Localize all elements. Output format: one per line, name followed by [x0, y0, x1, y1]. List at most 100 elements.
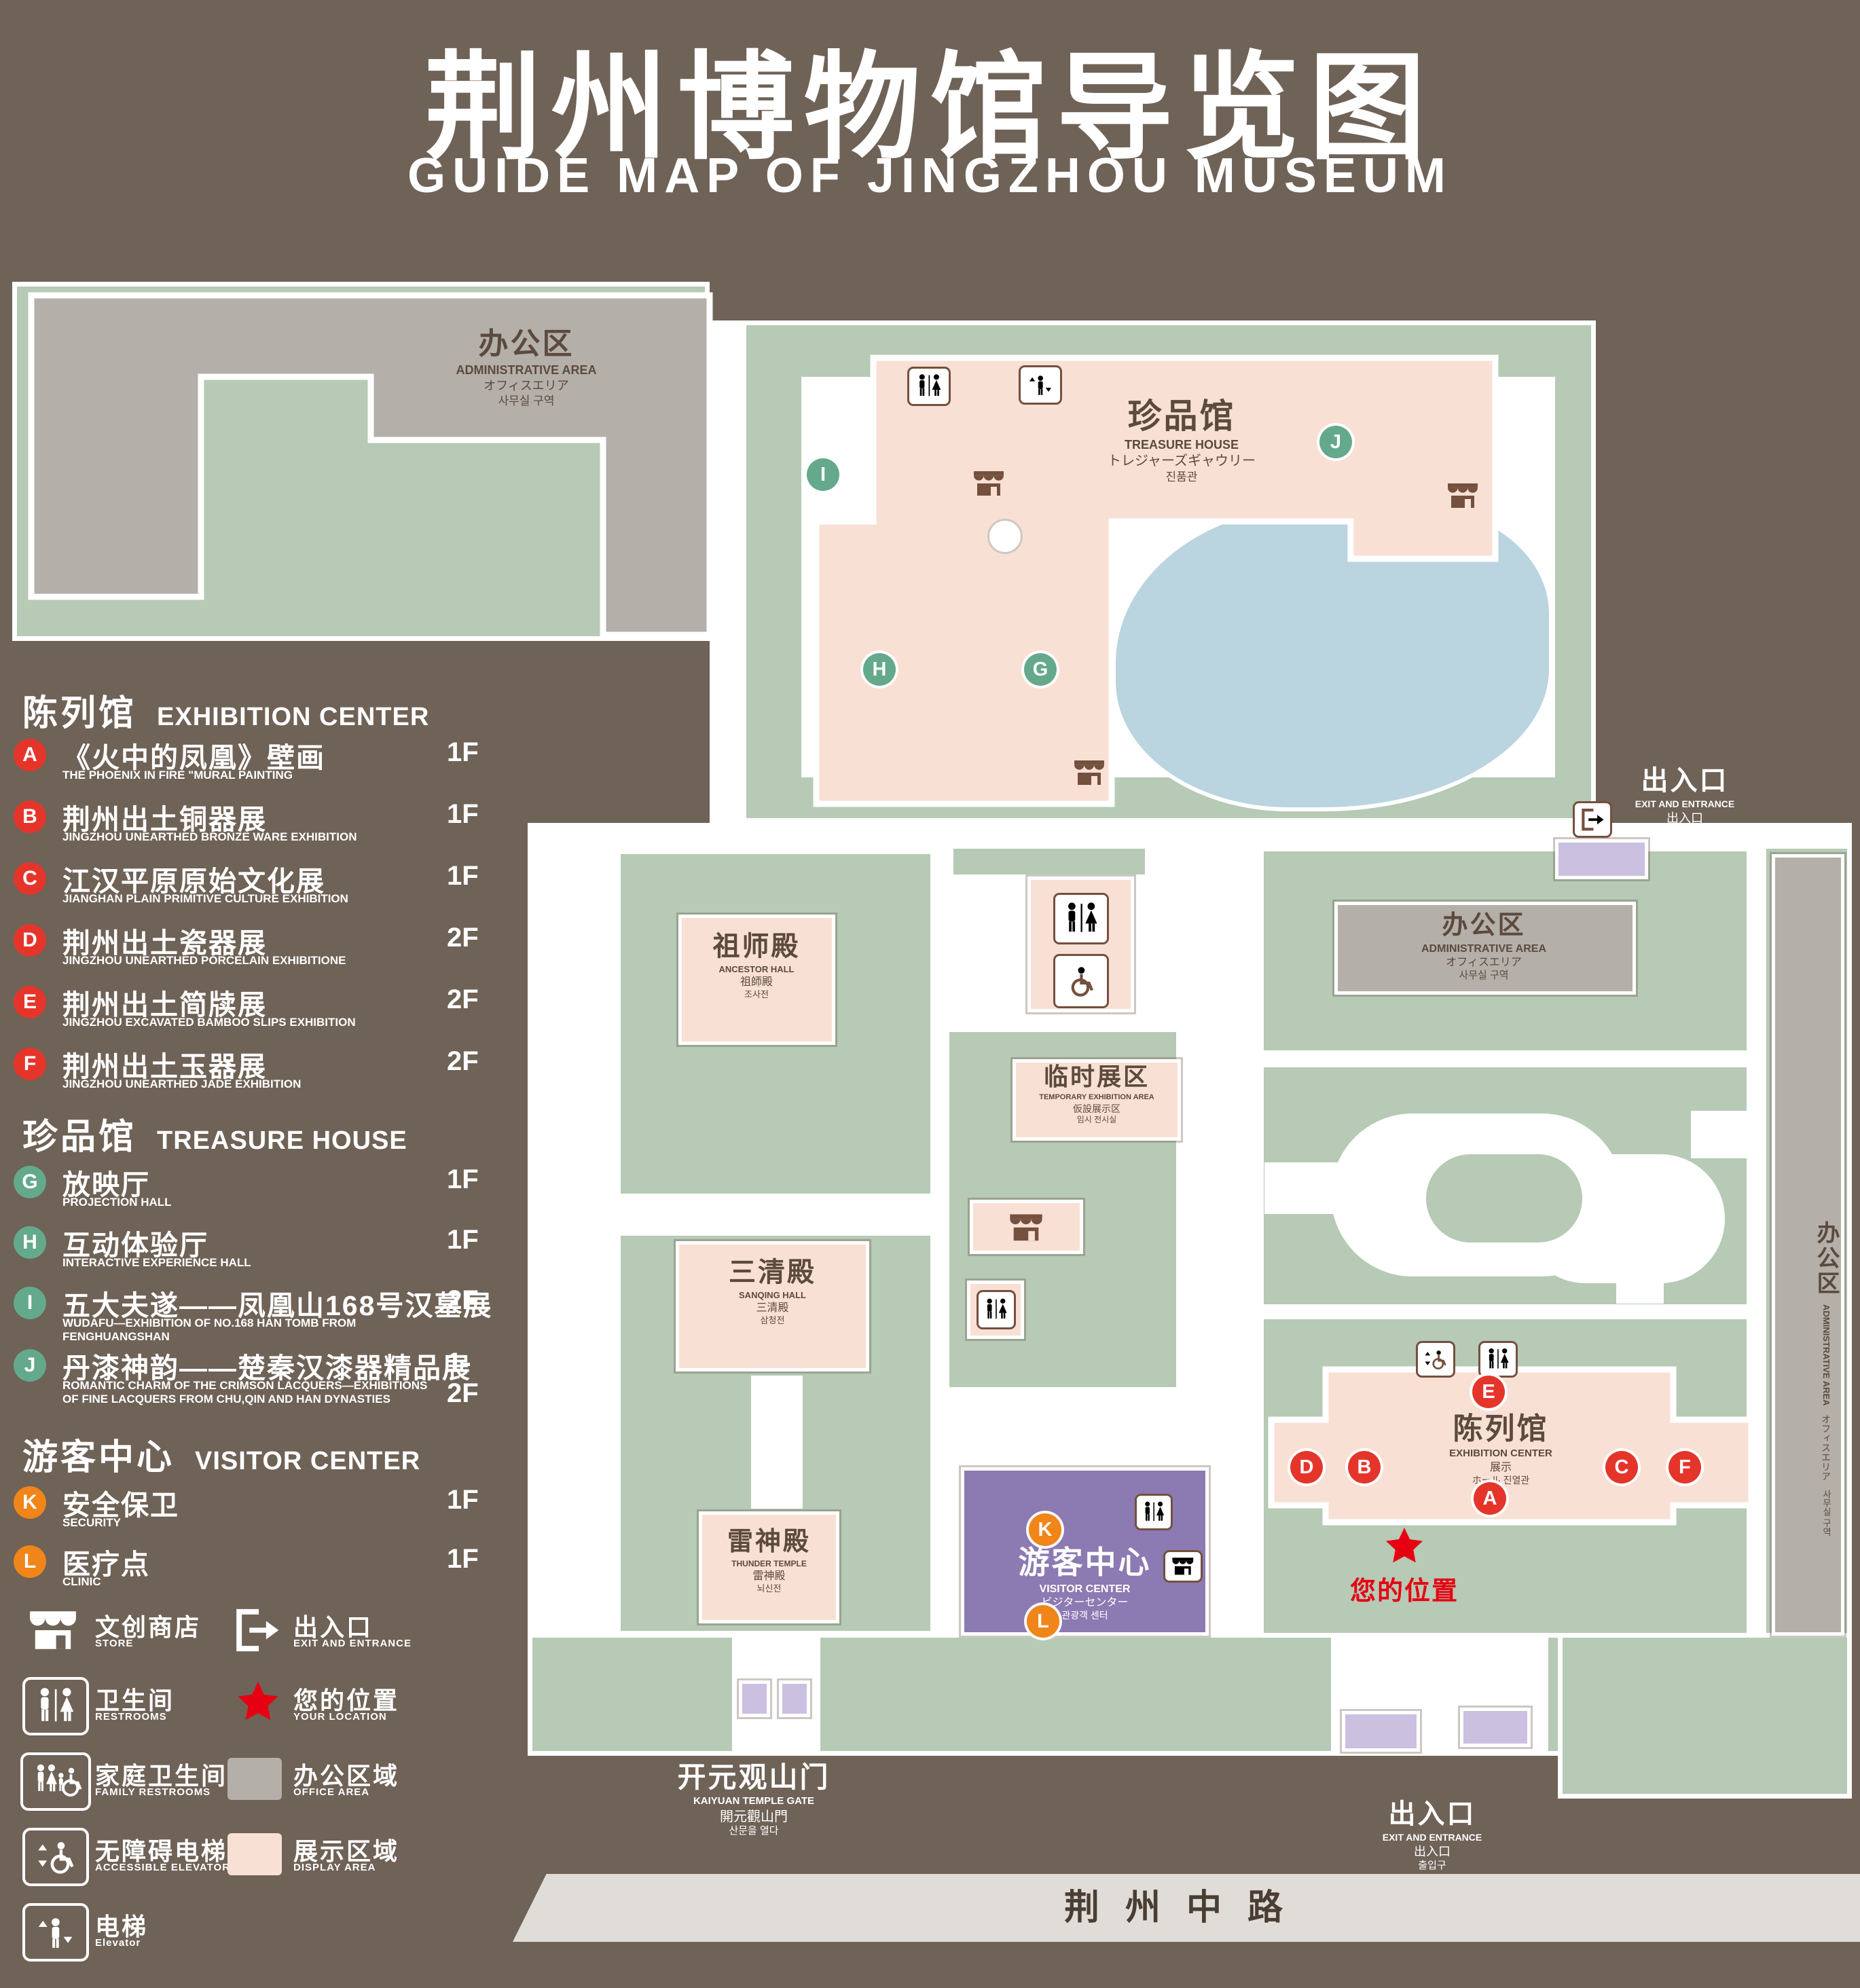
exhibition-center-label: 陈列馆 EXHIBITION CENTER 展示 ホール 진열관	[1449, 1412, 1552, 1486]
legend-item-j: J 丹漆神韵——楚秦汉漆器精品展 ROMANTIC CHARM OF THE C…	[12, 1345, 491, 1408]
legend-item-d: D 荆州出土瓷器展 JINGZHOU UNEARTHED PORCELAIN E…	[12, 920, 491, 982]
garden-path	[1691, 1111, 1747, 1158]
legend-section-exhibition-center: 陈列馆 EXHIBITION CENTER	[22, 684, 429, 735]
legend-item-zh: 放映厅	[62, 1169, 150, 1200]
legend-section-treasure-house: 珍品馆 TREASURE HOUSE	[22, 1108, 407, 1159]
restroom-icon	[977, 1290, 1016, 1329]
treasure-house-building	[813, 354, 1499, 807]
your-location-star-icon	[1383, 1525, 1426, 1566]
legend-item-floor: 1F	[447, 1164, 479, 1194]
legend-item-e: E 荆州出土简牍展 JINGZHOU EXCAVATED BAMBOO SLIP…	[12, 982, 491, 1044]
marker-a: A	[14, 739, 46, 771]
gate-pillar	[779, 1680, 810, 1717]
ancestor-hall-label: 祖师殿 ANCESTOR HALL 祖師殿 조사전	[712, 932, 801, 1000]
restroom-icon	[907, 367, 951, 406]
map-marker-d: D	[1290, 1451, 1323, 1484]
family-restroom-icon	[20, 1752, 91, 1811]
map-marker-i: I	[807, 458, 839, 491]
symbol-label-zh: 文创商店	[95, 1613, 202, 1641]
symbol-label-en: DISPLAY AREA	[293, 1862, 376, 1873]
legend-item-zh: 荆州出土瓷器展	[62, 927, 267, 959]
your-location-star-icon	[234, 1678, 282, 1723]
legend-item-en: WUDAFU—EXHIBITION OF NO.168 HAN TOMB FRO…	[62, 1317, 357, 1344]
marker-k: K	[14, 1486, 46, 1519]
store-building-center	[970, 1200, 1083, 1254]
symbol-label-zh: 无障碍电梯	[95, 1837, 228, 1865]
legend-item-en: JINGZHOU UNEARTHED BRONZE WARE EXHIBITIO…	[62, 830, 357, 843]
legend-section-zh: 陈列馆	[22, 694, 137, 733]
store-icon	[1072, 756, 1107, 788]
legend-section-visitor-center: 游客中心 VISITOR CENTER	[22, 1429, 420, 1479]
restroom-icon	[1053, 893, 1109, 944]
map-marker-j: J	[1319, 426, 1352, 458]
garden-island	[1426, 1154, 1582, 1242]
legend-section-en: VISITOR CENTER	[195, 1447, 421, 1475]
symbol-label-zh: 展示区域	[293, 1837, 400, 1865]
walkway-path	[751, 1376, 803, 1509]
map-marker-h: H	[863, 653, 896, 686]
page-subtitle: GUIDE MAP OF JINGZHOU MUSEUM	[407, 149, 1453, 203]
marker-g: G	[14, 1166, 46, 1198]
sanqing-hall-label: 三清殿 SANQING HALL 三清殿 삼청전	[729, 1257, 816, 1326]
gate-pillar	[739, 1680, 770, 1717]
legend-item-i: I 五大夫遂——凤凰山168号汉墓展 WUDAFU—EXHIBITION OF …	[12, 1283, 491, 1345]
exit-structure-top	[1555, 839, 1648, 879]
legend-item-en: JINGZHOU UNEARTHED PORCELAIN EXHIBITIONE	[62, 954, 346, 967]
map-marker-f: F	[1668, 1451, 1701, 1484]
legend-item-en: THE PHOENIX IN FIRE "MURAL PAINTING	[62, 769, 293, 781]
walkway-path	[621, 1194, 930, 1236]
green-band-south-east	[1558, 1633, 1852, 1799]
legend-item-zh: 荆州出土简牍展	[62, 989, 267, 1020]
restroom-icon	[1478, 1341, 1518, 1378]
administrative-building-north	[28, 292, 713, 638]
marker-i: I	[14, 1287, 46, 1319]
symbol-label-zh: 电梯	[95, 1913, 149, 1940]
store-icon	[1445, 479, 1480, 511]
legend-item-en: ROMANTIC CHARM OF THE CRIMSON LACQUERS—E…	[62, 1379, 428, 1406]
accessible-elevator-icon	[1416, 1341, 1455, 1378]
marker-e: E	[14, 986, 46, 1018]
exit-icon	[1573, 801, 1612, 838]
legend-item-floor: 1-2F	[447, 1348, 479, 1408]
legend-item-zh: 医疗点	[62, 1549, 150, 1580]
legend-item-zh: 丹漆神韵——楚秦汉漆器精品展	[62, 1352, 471, 1384]
exit-structure-bottom	[1342, 1711, 1420, 1752]
legend-item-zh: 安全保卫	[62, 1490, 179, 1521]
store-icon	[24, 1605, 81, 1655]
symbol-label-zh: 您的位置	[293, 1687, 400, 1714]
elevator-icon	[22, 1903, 89, 1962]
legend-item-floor: 2F	[447, 1285, 479, 1315]
symbol-label-en: EXIT AND ENTRANCE	[293, 1638, 412, 1649]
legend-item-b: B 荆州出土铜器展 JINGZHOU UNEARTHED BRONZE WARE…	[12, 796, 491, 859]
ancestor-hall-building	[678, 915, 835, 1045]
symbol-label-en: STORE	[95, 1638, 134, 1649]
elevator-icon	[1019, 365, 1062, 405]
map-marker-c: C	[1605, 1451, 1638, 1484]
display-area-swatch	[227, 1833, 282, 1875]
restroom-icon	[1135, 1494, 1173, 1530]
sanqing-hall-building	[676, 1241, 869, 1372]
legend-item-zh: 荆州出土铜器展	[62, 804, 267, 835]
store-icon	[1007, 1210, 1045, 1244]
temporary-exhibition-label: 临时展区 TEMPORARY EXHIBITION AREA 仮設展示区 임시 …	[1039, 1063, 1154, 1125]
legend-item-f: F 荆州出土玉器展 JINGZHOU UNEARTHED JADE EXHIBI…	[12, 1044, 491, 1106]
road-label: 荆州中路	[1063, 1888, 1309, 1928]
map-marker-e: E	[1472, 1376, 1505, 1408]
administrative-strip-building	[1772, 854, 1844, 1636]
marker-c: C	[14, 862, 46, 895]
legend-item-c: C 江汉平原原始文化展 JIANGHAN PLAIN PRIMITIVE CUL…	[12, 858, 491, 921]
road: 荆州中路	[513, 1874, 1860, 1942]
office-area-swatch	[227, 1758, 282, 1800]
map-marker-g: G	[1024, 653, 1057, 686]
marker-l: L	[14, 1545, 46, 1578]
accessible-elevator-icon	[22, 1828, 89, 1886]
legend-item-en: JIANGHAN PLAIN PRIMITIVE CULTURE EXHIBIT…	[62, 892, 348, 905]
legend-item-floor: 2F	[447, 984, 479, 1014]
legend-item-zh: 互动体验厅	[62, 1230, 208, 1261]
legend-item-en: CLINIC	[62, 1575, 101, 1588]
legend-section-en: EXHIBITION CENTER	[157, 703, 430, 731]
symbol-label-en: Elevator	[95, 1937, 141, 1949]
symbol-label-en: OFFICE AREA	[293, 1786, 370, 1798]
legend-item-g: G 放映厅 PROJECTION HALL 1F	[12, 1162, 491, 1224]
map-marker-a: A	[1474, 1482, 1506, 1515]
